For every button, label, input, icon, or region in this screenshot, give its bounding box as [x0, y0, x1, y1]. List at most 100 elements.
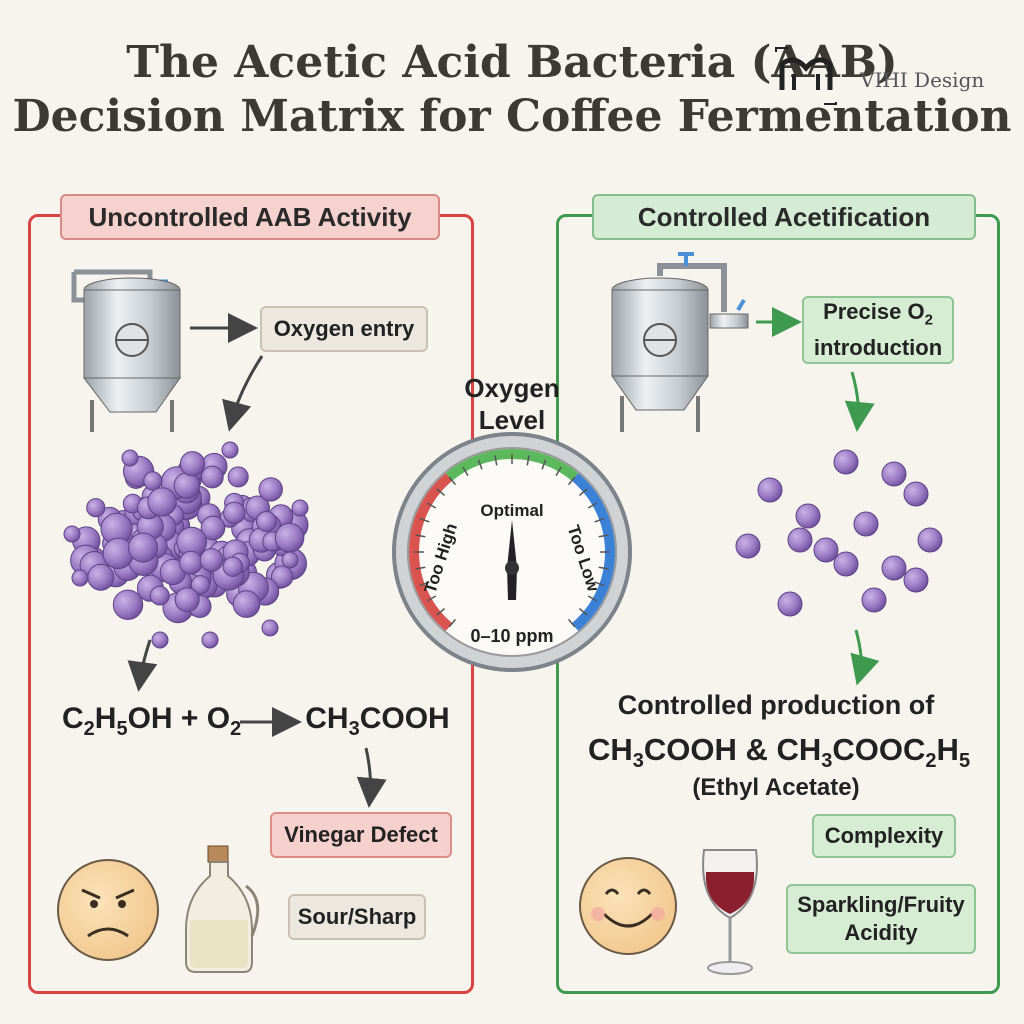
bacterium — [757, 477, 783, 503]
bacterium — [143, 471, 163, 491]
gauge-tick — [436, 488, 446, 497]
bacterium — [232, 590, 261, 618]
bacterium — [174, 587, 200, 613]
formula-part: 5 — [958, 750, 971, 773]
bacterium — [121, 449, 139, 467]
bacterium — [200, 515, 226, 541]
acidity-line-1: Sparkling/Fruity — [797, 892, 965, 917]
gauge-tick — [426, 502, 437, 509]
formula-part: C — [62, 702, 84, 735]
precise-oxygen-line-2: introduction — [813, 335, 943, 361]
formula-part: OH + O — [127, 702, 231, 735]
smiling-face-icon — [579, 857, 677, 955]
gauge-tick — [587, 595, 598, 602]
bacterium — [222, 556, 244, 577]
gauge-tick — [594, 581, 605, 587]
bacterium — [201, 631, 219, 649]
formula-part: 2 — [83, 718, 95, 740]
bacteria-sparse-icon — [735, 449, 943, 617]
brand-logo-icon — [775, 47, 837, 105]
bacterium — [147, 487, 177, 517]
gauge-tick — [587, 502, 598, 509]
gauge-tick — [567, 618, 576, 628]
precise-oxygen-line-1: Precise O2 — [823, 298, 933, 334]
bacterium — [274, 522, 305, 553]
gauge-tick — [419, 517, 430, 523]
formula-part: COOH — [359, 702, 450, 735]
bacterium — [256, 511, 277, 532]
controlled-heading: Controlled Acetification — [592, 194, 976, 240]
page-title: The Acetic Acid Bacteria (AAB) Decision … — [0, 36, 1024, 144]
ethyl-acetate-label: (Ethyl Acetate) — [692, 774, 860, 801]
gauge-tick — [436, 607, 446, 616]
bacterium — [87, 563, 115, 591]
acidity-line-2: Acidity — [844, 920, 918, 945]
gauge-tick — [419, 581, 430, 587]
bacterium — [833, 551, 859, 577]
bacterium — [903, 567, 929, 593]
title-line-2: Decision Matrix for Coffee Fermentation — [12, 91, 1012, 142]
gauge-title-line-1: Oxygen — [464, 373, 560, 403]
bacterium — [261, 619, 279, 637]
right-tank-icon — [611, 252, 749, 432]
gauge-tick — [541, 459, 547, 470]
formula-part: COOC — [832, 732, 926, 767]
complexity-box: Complexity — [812, 814, 956, 858]
gauge-tick — [415, 566, 426, 570]
gauge-tick — [494, 455, 498, 466]
precise-oxygen-text: Precise O — [823, 298, 925, 324]
wine-glass-icon — [702, 849, 758, 975]
bacterium — [291, 499, 309, 517]
bacterium — [63, 525, 81, 543]
watermark: VIHI Design — [772, 46, 1012, 106]
gauge-tick — [462, 466, 469, 477]
formula-part: CH — [588, 732, 633, 767]
precise-oxygen-box: Precise O2 introduction — [802, 296, 954, 364]
bacteria-cluster-icon — [63, 441, 309, 649]
formula-part: H — [936, 732, 959, 767]
bacterium — [787, 527, 813, 553]
bacterium — [258, 477, 283, 502]
bacterium — [735, 533, 761, 559]
bacterium — [795, 503, 821, 529]
gauge-tick — [415, 534, 426, 538]
formula-part: 3 — [821, 750, 833, 773]
bacterium — [881, 461, 907, 487]
uncontrolled-heading: Uncontrolled AAB Activity — [60, 194, 440, 240]
bacterium — [179, 451, 206, 477]
gauge-tick — [598, 534, 609, 538]
bacterium — [853, 511, 879, 537]
formula-part: 5 — [116, 718, 128, 740]
bacterium — [151, 631, 169, 649]
gauge-tick — [578, 607, 588, 616]
precise-oxygen-sub: 2 — [924, 311, 933, 329]
formula-part: H — [94, 702, 117, 735]
bacterium — [227, 466, 249, 488]
bacterium — [881, 555, 907, 581]
bacterium — [917, 527, 943, 553]
oxygen-entry-box: Oxygen entry — [260, 306, 428, 352]
gauge-tick — [477, 459, 483, 470]
bacterium — [281, 551, 299, 569]
gauge-tick — [555, 466, 562, 477]
formula-part: COOH & CH — [643, 732, 822, 767]
bacterium — [813, 537, 839, 563]
gauge-tick — [594, 517, 605, 523]
formula-part: 3 — [632, 750, 644, 773]
bacterium — [199, 548, 224, 572]
bacterium — [903, 481, 929, 507]
formula-part: 2 — [230, 718, 242, 740]
bacterium — [833, 449, 859, 475]
gauge-title-line-2: Level — [478, 405, 546, 435]
gauge-needle — [507, 520, 517, 600]
bacterium — [128, 532, 159, 563]
frowning-face-icon — [57, 859, 159, 961]
vinegar-bottle-icon — [185, 845, 260, 973]
formula-part: 3 — [348, 718, 360, 740]
gauge-tick — [448, 476, 457, 486]
gauge-tick — [598, 566, 609, 570]
gauge-tick — [448, 618, 457, 628]
bacterium — [777, 591, 803, 617]
